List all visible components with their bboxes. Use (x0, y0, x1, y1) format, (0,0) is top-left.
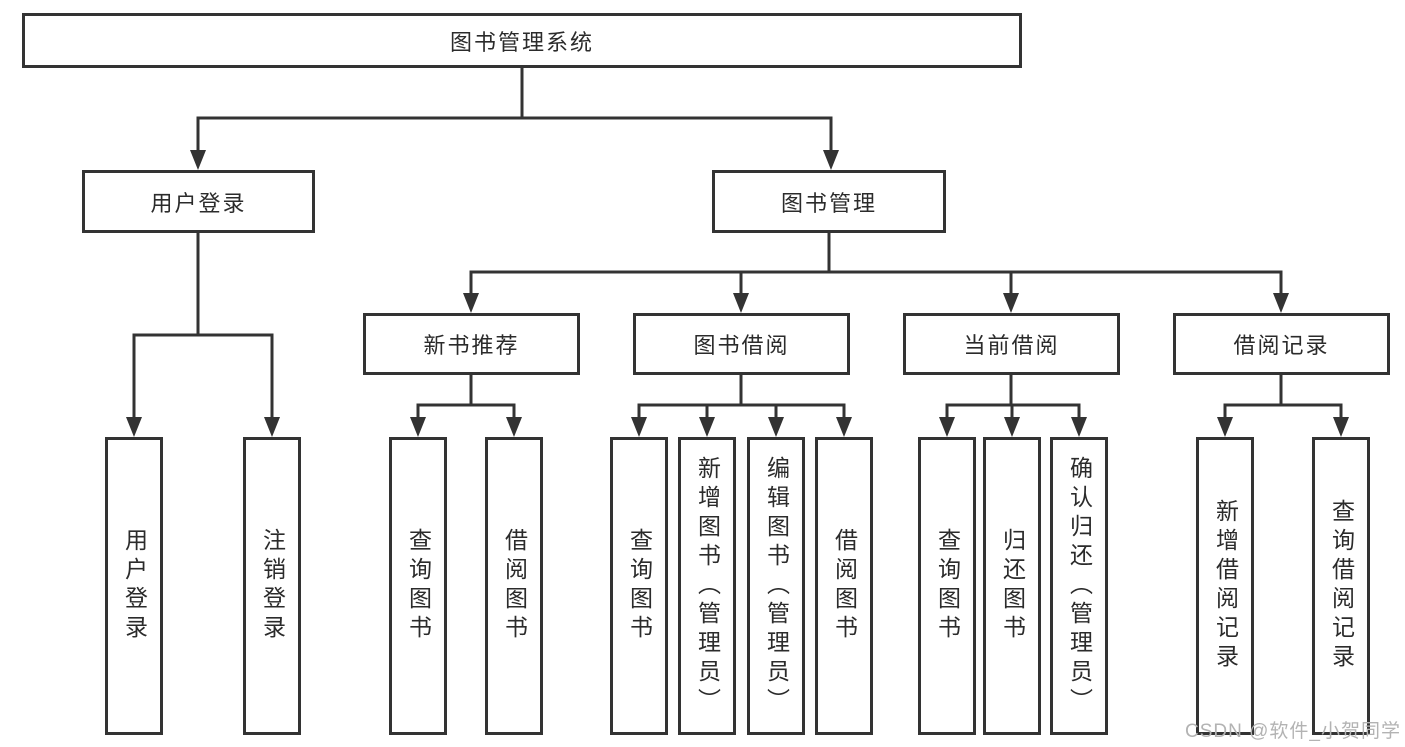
leaf-borrow-books-recommend-label: 借阅图书 (501, 528, 528, 644)
leaf-confirm-return-admin: 确认归还（管理员） (1050, 437, 1108, 735)
node-current-borrow-label: 当前借阅 (963, 333, 1060, 358)
node-borrow-records-label: 借阅记录 (1233, 333, 1330, 358)
leaf-query-books-current: 查询图书 (918, 437, 976, 735)
leaf-logout-label: 注销登录 (259, 528, 286, 644)
leaf-return-books: 归还图书 (983, 437, 1041, 735)
leaf-confirm-return-admin-label: 确认归还（管理员） (1066, 455, 1093, 717)
leaf-borrow-books-label: 借阅图书 (831, 528, 858, 644)
node-borrow-records: 借阅记录 (1173, 313, 1390, 375)
leaf-logout: 注销登录 (243, 437, 301, 735)
leaf-borrow-books-recommend: 借阅图书 (485, 437, 543, 735)
node-book-management: 图书管理 (712, 170, 946, 233)
leaf-query-books-current-label: 查询图书 (934, 528, 961, 644)
leaf-return-books-label: 归还图书 (999, 528, 1026, 644)
leaf-edit-books-admin-label: 编辑图书（管理员） (763, 455, 790, 717)
leaf-add-borrow-record-label: 新增借阅记录 (1212, 499, 1239, 673)
node-book-borrow-label: 图书借阅 (693, 333, 790, 358)
leaf-borrow-books: 借阅图书 (815, 437, 873, 735)
node-book-borrow: 图书借阅 (633, 313, 850, 375)
leaf-user-login-label: 用户登录 (121, 528, 148, 644)
node-new-book-recommend: 新书推荐 (363, 313, 580, 375)
leaf-add-borrow-record: 新增借阅记录 (1196, 437, 1254, 735)
csdn-watermark: CSDN @软件_小贺同学 (1185, 721, 1401, 742)
node-root-system-label: 图书管理系统 (449, 29, 594, 55)
leaf-query-books-recommend: 查询图书 (389, 437, 447, 735)
leaf-add-books-admin: 新增图书（管理员） (678, 437, 736, 735)
leaf-query-borrow-record: 查询借阅记录 (1312, 437, 1370, 735)
leaf-query-books-recommend-label: 查询图书 (405, 528, 432, 644)
node-new-book-recommend-label: 新书推荐 (423, 333, 520, 358)
leaf-query-books-borrow-label: 查询图书 (626, 528, 653, 644)
node-user-login: 用户登录 (82, 170, 315, 233)
leaf-query-borrow-record-label: 查询借阅记录 (1328, 499, 1355, 673)
node-book-management-label: 图书管理 (780, 190, 877, 216)
leaf-add-books-admin-label: 新增图书（管理员） (694, 455, 721, 717)
node-root-system: 图书管理系统 (22, 13, 1022, 68)
leaf-user-login: 用户登录 (105, 437, 163, 735)
leaf-edit-books-admin: 编辑图书（管理员） (747, 437, 805, 735)
leaf-query-books-borrow: 查询图书 (610, 437, 668, 735)
node-current-borrow: 当前借阅 (903, 313, 1120, 375)
node-user-login-label: 用户登录 (150, 190, 247, 216)
